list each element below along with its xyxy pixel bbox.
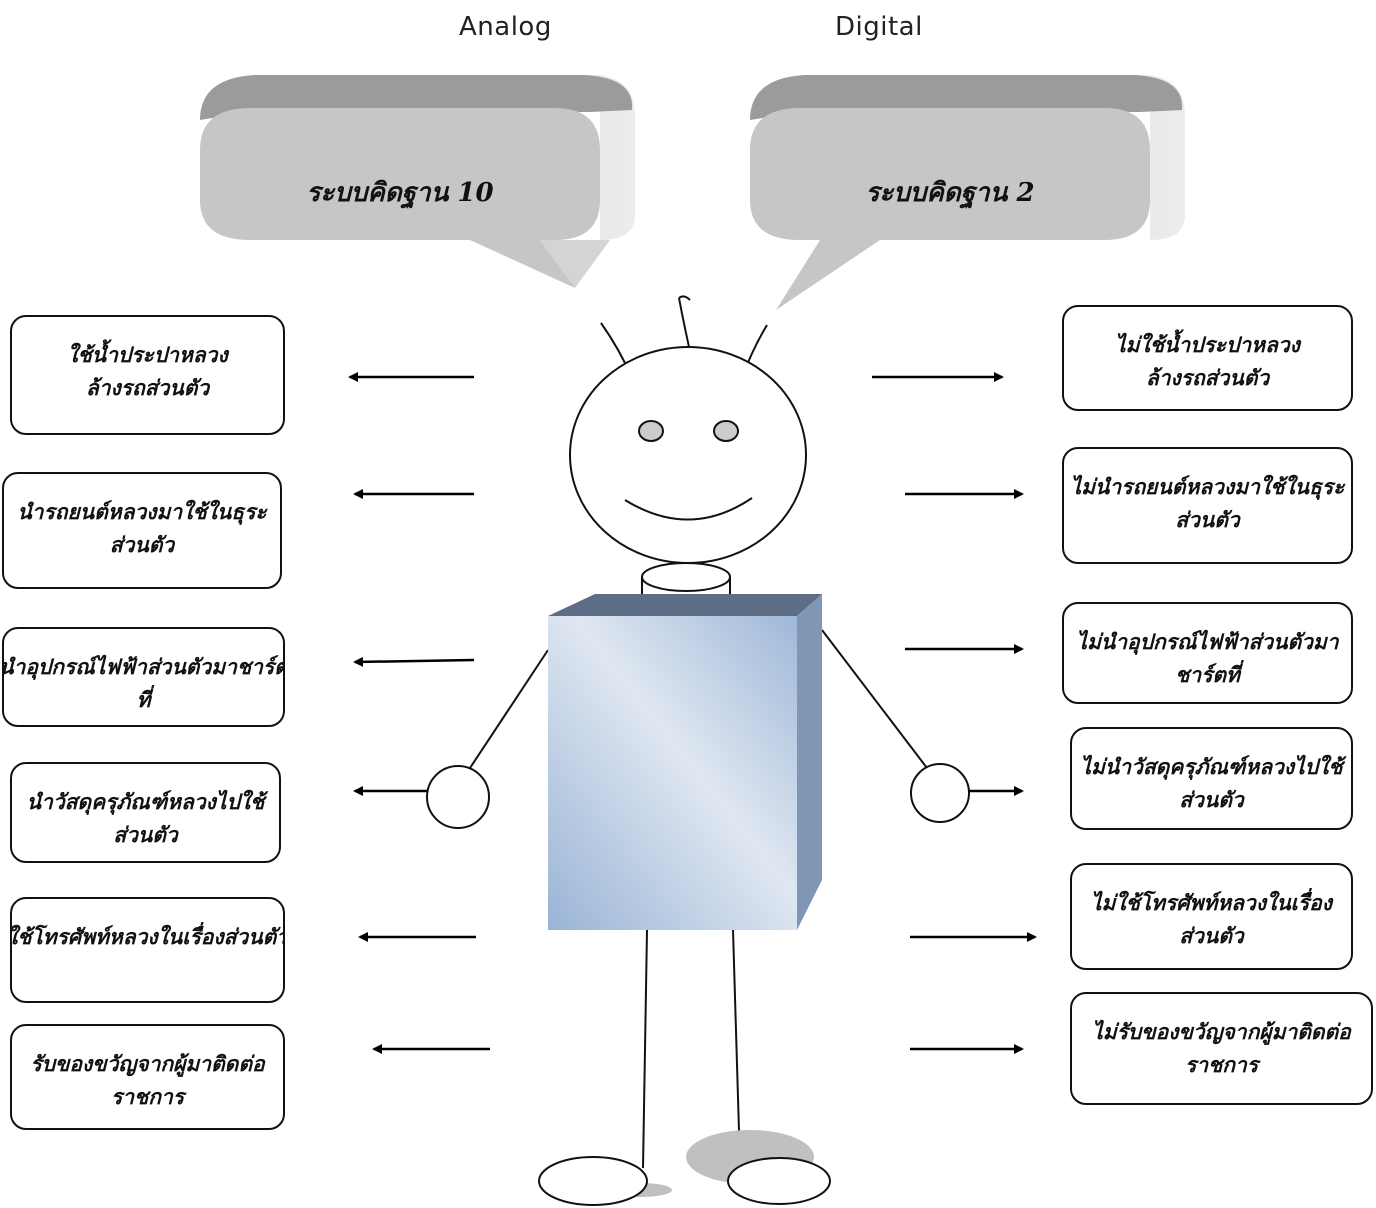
left-box-6-line1: รับของขวัญจากผู้มาติดต่อ [30,1051,265,1076]
right-box-3: ไม่นำอุปกรณ์ไฟฟ้าส่วนตัวมา ชาร์ตที่ [1062,602,1353,704]
stick-figure [426,295,970,1169]
right-box-3-line1: ไม่นำอุปกรณ์ไฟฟ้าส่วนตัวมา [1076,629,1339,654]
speech-bubble-left [200,75,635,288]
left-box-2-line2: ส่วนตัว [109,531,175,557]
right-box-6: ไม่รับของขวัญจากผู้มาติดต่อ ราชการ [1070,992,1373,1105]
right-box-1-line2: ล้างรถส่วนตัว [1145,364,1270,390]
left-box-4-line2: ส่วนตัว [113,821,178,847]
right-box-5-line1: ไม่ใช้โทรศัพท์หลวงในเรื่อง [1090,890,1333,915]
right-box-1: ไม่ใช้น้ำประปาหลวง ล้างรถส่วนตัว [1062,305,1353,411]
right-box-5: ไม่ใช้โทรศัพท์หลวงในเรื่อง ส่วนตัว [1070,863,1353,970]
right-box-2-line1: ไม่นำรถยนต์หลวงมาใช้ในธุระ [1070,474,1345,499]
left-box-4: นำวัสดุครุภัณฑ์หลวงไปใช้ ส่วนตัว [10,762,281,863]
left-box-4-line1: นำวัสดุครุภัณฑ์หลวงไปใช้ [26,789,265,814]
right-box-3-line2: ชาร์ตที่ [1175,661,1240,687]
right-box-1-line1: ไม่ใช้น้ำประปาหลวง [1115,332,1300,357]
right-box-2-line2: ส่วนตัว [1175,506,1240,532]
right-box-6-line1: ไม่รับของขวัญจากผู้มาติดต่อ [1092,1019,1351,1044]
left-box-6-line2: ราชการ [110,1083,185,1109]
analog-heading: Analog [459,12,552,42]
arrow-left-3 [353,656,475,667]
digital-heading: Digital [835,12,923,42]
left-foot [538,1156,648,1206]
bubble-right-text: ระบบคิดฐาน 2 [865,178,1035,208]
left-box-1-line1: ใช้น้ำประปาหลวง [67,342,228,367]
right-box-4-line1: ไม่นำวัสดุครุภัณฑ์หลวงไปใช้ [1080,754,1343,779]
right-foot [727,1157,831,1205]
left-box-3-line1: นำอุปกรณ์ไฟฟ้าส่วนตัวมาชาร์ต [2,654,285,679]
right-arrows [872,372,1037,1054]
right-box-6-line2: ราชการ [1184,1051,1259,1077]
right-box-4-line2: ส่วนตัว [1179,786,1244,812]
left-box-3-line2: ที่ [136,686,151,712]
left-box-2: นำรถยนต์หลวงมาใช้ในธุระ ส่วนตัว [2,472,282,589]
body-box [548,594,822,930]
left-box-3: นำอุปกรณ์ไฟฟ้าส่วนตัวมาชาร์ต ที่ [2,627,285,727]
left-box-2-line1: นำรถยนต์หลวงมาใช้ในธุระ [17,499,267,524]
left-box-5-line1: ใช้โทรศัพท์หลวงในเรื่องส่วนตัว [10,924,285,949]
right-box-4: ไม่นำวัสดุครุภัณฑ์หลวงไปใช้ ส่วนตัว [1070,727,1353,830]
right-box-5-line2: ส่วนตัว [1179,922,1244,948]
left-box-5: ใช้โทรศัพท์หลวงในเรื่องส่วนตัว [10,897,285,1003]
left-arrows [348,372,490,1054]
speech-bubble-right [750,75,1185,310]
left-box-1-line2: ล้างรถส่วนตัว [85,374,210,400]
left-box-6: รับของขวัญจากผู้มาติดต่อ ราชการ [10,1024,285,1130]
bubble-left-text: ระบบคิดฐาน 10 [306,178,494,208]
right-box-2: ไม่นำรถยนต์หลวงมาใช้ในธุระ ส่วนตัว [1062,447,1353,564]
left-box-1: ใช้น้ำประปาหลวง ล้างรถส่วนตัว [10,315,285,435]
